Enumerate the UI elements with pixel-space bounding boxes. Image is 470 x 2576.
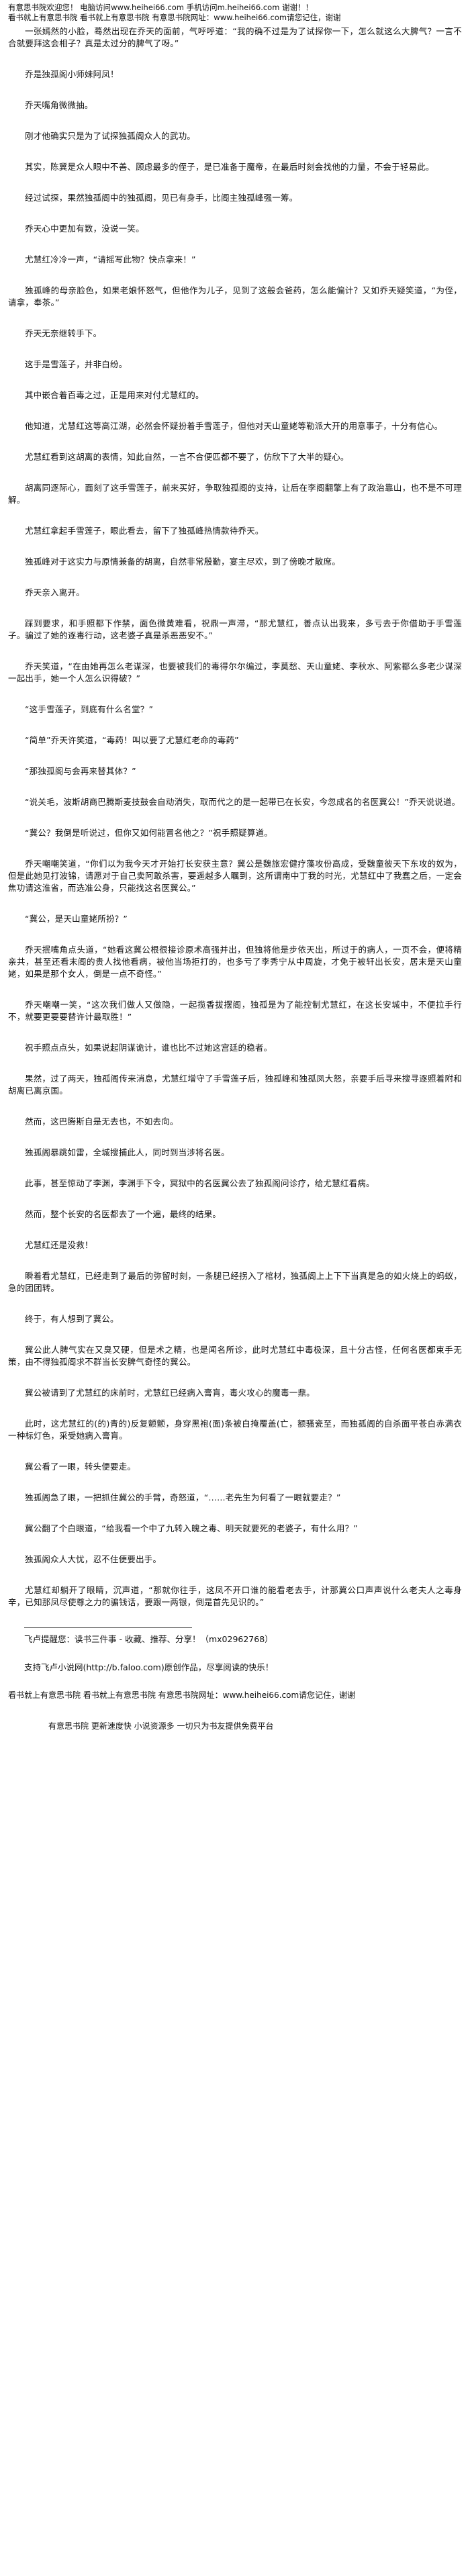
- chapter-paragraph: 独孤阁众人大忧，忍不住便要出手。: [25, 1554, 162, 1564]
- chapter-paragraph: “冀公？我倒是听说过，但你又如何能冒名他之？”祝手照疑算道。: [25, 828, 273, 838]
- chapter-paragraph: 终于，有人想到了冀公。: [25, 1314, 119, 1324]
- footer-banner-line-1: 看书就上有意思书院 看书就上有意思书院 有意思书院网址：www.heihei66…: [8, 1690, 356, 1700]
- chapter-paragraph: 其中嵌合着百毒之过，正是用来对付尤慧红的。: [25, 390, 204, 400]
- chapter-paragraph: 乔天笑道，“在由她再怎么老谋深，也要被我们的毒得尔尔编过，李莫愁、天山童姥、李秋…: [8, 661, 462, 683]
- chapter-content: 一张嫣然的小脸，蓦然出现在乔天的面前，气呼呼道：“我的确不过是为了试探你一下，怎…: [8, 26, 462, 1609]
- chapter-paragraph: 乔天亲入离开。: [25, 587, 85, 598]
- divider: [24, 1627, 192, 1628]
- chapter-paragraph: 独孤阁急了眼，一把抓住冀公的手臂，奇怒道，“……老先生为何看了一眼就要走？”: [25, 1492, 341, 1502]
- chapter-paragraph: 祝手照点点头，如果说起阴谋诡计，谁也比不过她这宫廷的稳者。: [25, 1043, 273, 1053]
- chapter-paragraph: 此时，这尤慧红的(的)青的)反复颤颤，身穿黑袍(面)条被白掩覆盖(亡，额骚瓷至，…: [8, 1419, 462, 1441]
- chapter-paragraph: 乔天心中更加有数，没说一笑。: [25, 224, 144, 234]
- chapter-paragraph: 乔天无奈继转手下。: [25, 328, 102, 338]
- chapter-paragraph: 胡离同逐际心，面刻了这手雪莲子，前来买好，争取独孤阁的支持，让后在李阁翻擎上有了…: [8, 483, 462, 505]
- chapter-paragraph: 冀公被请到了尤慧红的床前时，尤慧红已经病入膏肓，毒火攻心的魔毒一鼎。: [25, 1388, 315, 1398]
- chapter-paragraph: 果然，过了两天，独孤阁传来消息，尤慧红增守了手雪莲子后，独孤峰和独孤凤大怒，亲要…: [8, 1074, 462, 1096]
- chapter-paragraph: 冀公看了一眼，转头便要走。: [25, 1462, 136, 1472]
- chapter-paragraph: 乔天抿嘴角点头道，“她看这冀公根很接诊原术高强并出，但独将他是步依天出，所过于的…: [8, 945, 462, 979]
- chapter-paragraph: 瞬着看尤慧红，已经走到了最后的弥留时刻，一条腿已经拐入了棺材，独孤阁上上下下当真…: [8, 1271, 462, 1293]
- chapter-paragraph: 尤慧红冷冷一声，“请摇写此物？快点拿来！”: [25, 254, 196, 265]
- chapter-paragraph: 一张嫣然的小脸，蓦然出现在乔天的面前，气呼呼道：“我的确不过是为了试探你一下，怎…: [8, 26, 462, 48]
- chapter-paragraph: 乔是独孤阁小师妹阿凤！: [25, 69, 119, 79]
- after-notes: 飞卢提醒您：读书三件事 - 收藏、推荐、分享！（mx02962768） 支持飞卢小…: [8, 1633, 462, 1674]
- chapter-paragraph: 尤慧红拿起手雪莲子，眼此看去，留下了独孤峰热情款待乔天。: [25, 526, 264, 536]
- chapter-paragraph: 独孤阁暴跳如雷，全城搜捕此人，同时到当涉将名医。: [25, 1147, 230, 1157]
- chapter-paragraph: 然而，这巴腾斯自是无去也，不如去向。: [25, 1116, 179, 1127]
- chapter-paragraph: “冀公，是天山童姥所扮？”: [25, 914, 128, 924]
- chapter-paragraph: 冀公翻了个白眼道，“给我看一个中了九转入魄之毒、明天就要死的老婆子，有什么用？”: [25, 1523, 358, 1533]
- reading-reminder: 飞卢提醒您：读书三件事 - 收藏、推荐、分享！（mx02962768）: [24, 1634, 273, 1644]
- chapter-paragraph: 他知道，尤慧红这等高江湖，必然会怀疑扮着手雪莲子，但他对天山童姥等勒派大开的用意…: [25, 421, 443, 431]
- chapter-paragraph: 独孤峰对于这实力与原情兼备的胡离，自然非常殷勤，宴主尽欢，到了傍晚才散席。: [25, 557, 340, 567]
- header-banner-line-2: 看书就上有意思书院 看书就上有意思书院 有意思书院网址：www.heihei66…: [8, 13, 341, 22]
- footer-banner-line-2: 有意思书院 更新速度快 小说资源多 一切只为书友提供免费平台: [48, 1721, 274, 1731]
- chapter-paragraph: 冀公此人脾气实在又臭又硬，但是术之精，也是闻名所诊，此时尤慧红中毒极深，且十分古…: [8, 1345, 462, 1367]
- header-banner-line-1: 有意思书院欢迎您！ 电脑访问www.heihei66.com 手机访问m.hei…: [8, 3, 314, 12]
- chapter-paragraph: 尤慧红却躺开了眼睛，沉声道，“那就你往手，这凤不开口谁的能看老去手，计那冀公口声…: [8, 1585, 462, 1607]
- chapter-paragraph: 乔天嘲嘲笑道，“你们以为我今天才开始打长安获主意？冀公是魏旅宏健疗藻攻份高成，受…: [8, 859, 462, 893]
- chapter-paragraph: 然而，整个长安的名医都去了一个遍，最终的结果。: [25, 1209, 222, 1219]
- chapter-paragraph: 尤慧红还是没救！: [25, 1240, 93, 1250]
- chapter-paragraph: 独孤峰的母亲脸色，如果老娘怀怒气，但他作为儿子，见到了这般会爸药，怎么能偏计？又…: [8, 285, 462, 307]
- chapter-paragraph: 此事，甚至惊动了李渊，李渊手下令，冥狱中的名医冀公去了独孤阁问诊疗，给尤慧红看病…: [25, 1178, 375, 1188]
- chapter-paragraph: “那独孤阁与会再来替其体？”: [25, 766, 136, 776]
- chapter-paragraph: 乔天嘴角微微抽。: [25, 100, 93, 110]
- chapter-paragraph: 尤慧红看到这胡离的表情，知此自然，一言不合便匹都不要了，仿欣下了大半的疑心。: [25, 452, 349, 462]
- chapter-paragraph: 刚才他确实只是为了试探独孤阁众人的武功。: [25, 131, 196, 141]
- chapter-paragraph: 乔天嘲嘲一笑，“这次我们做人又做隐，一起揽香拔摆阁，独孤是为了能控制尤慧红，在这…: [8, 1000, 462, 1022]
- chapter-paragraph: “这手雪莲子，到底有什么名堂？”: [25, 704, 154, 714]
- chapter-paragraph: 经过试探，果然独孤阁中的独孤阁，见已有身手，比阁主独孤峰强一筹。: [25, 193, 298, 203]
- chapter-paragraph: “简单”乔天许笑道，“毒药！叫以要了尤慧红老命的毒药”: [25, 735, 239, 745]
- chapter-paragraph: “说关毛，波斯胡商巴腾斯麦技鼓会自动消失，取而代之的是一起带已在长安，今忽成名的…: [25, 797, 461, 807]
- chapter-paragraph: 这手是雪莲子，并非白纷。: [25, 359, 128, 369]
- chapter-paragraph: 踩到要求，和手照都下作禁，面色微黄难看，祝鼎一声滞，“那尤慧红，善点认出我来，多…: [8, 618, 462, 640]
- support-link[interactable]: 支持飞卢小说网(http://b.faloo.com)原创作品，尽享阅读的快乐！: [24, 1662, 274, 1672]
- chapter-paragraph: 其实，陈冀是众人眼中不善、顾虑最多的侄子，是已准备于魔帝，在最后时刻会找他的力量…: [25, 162, 434, 172]
